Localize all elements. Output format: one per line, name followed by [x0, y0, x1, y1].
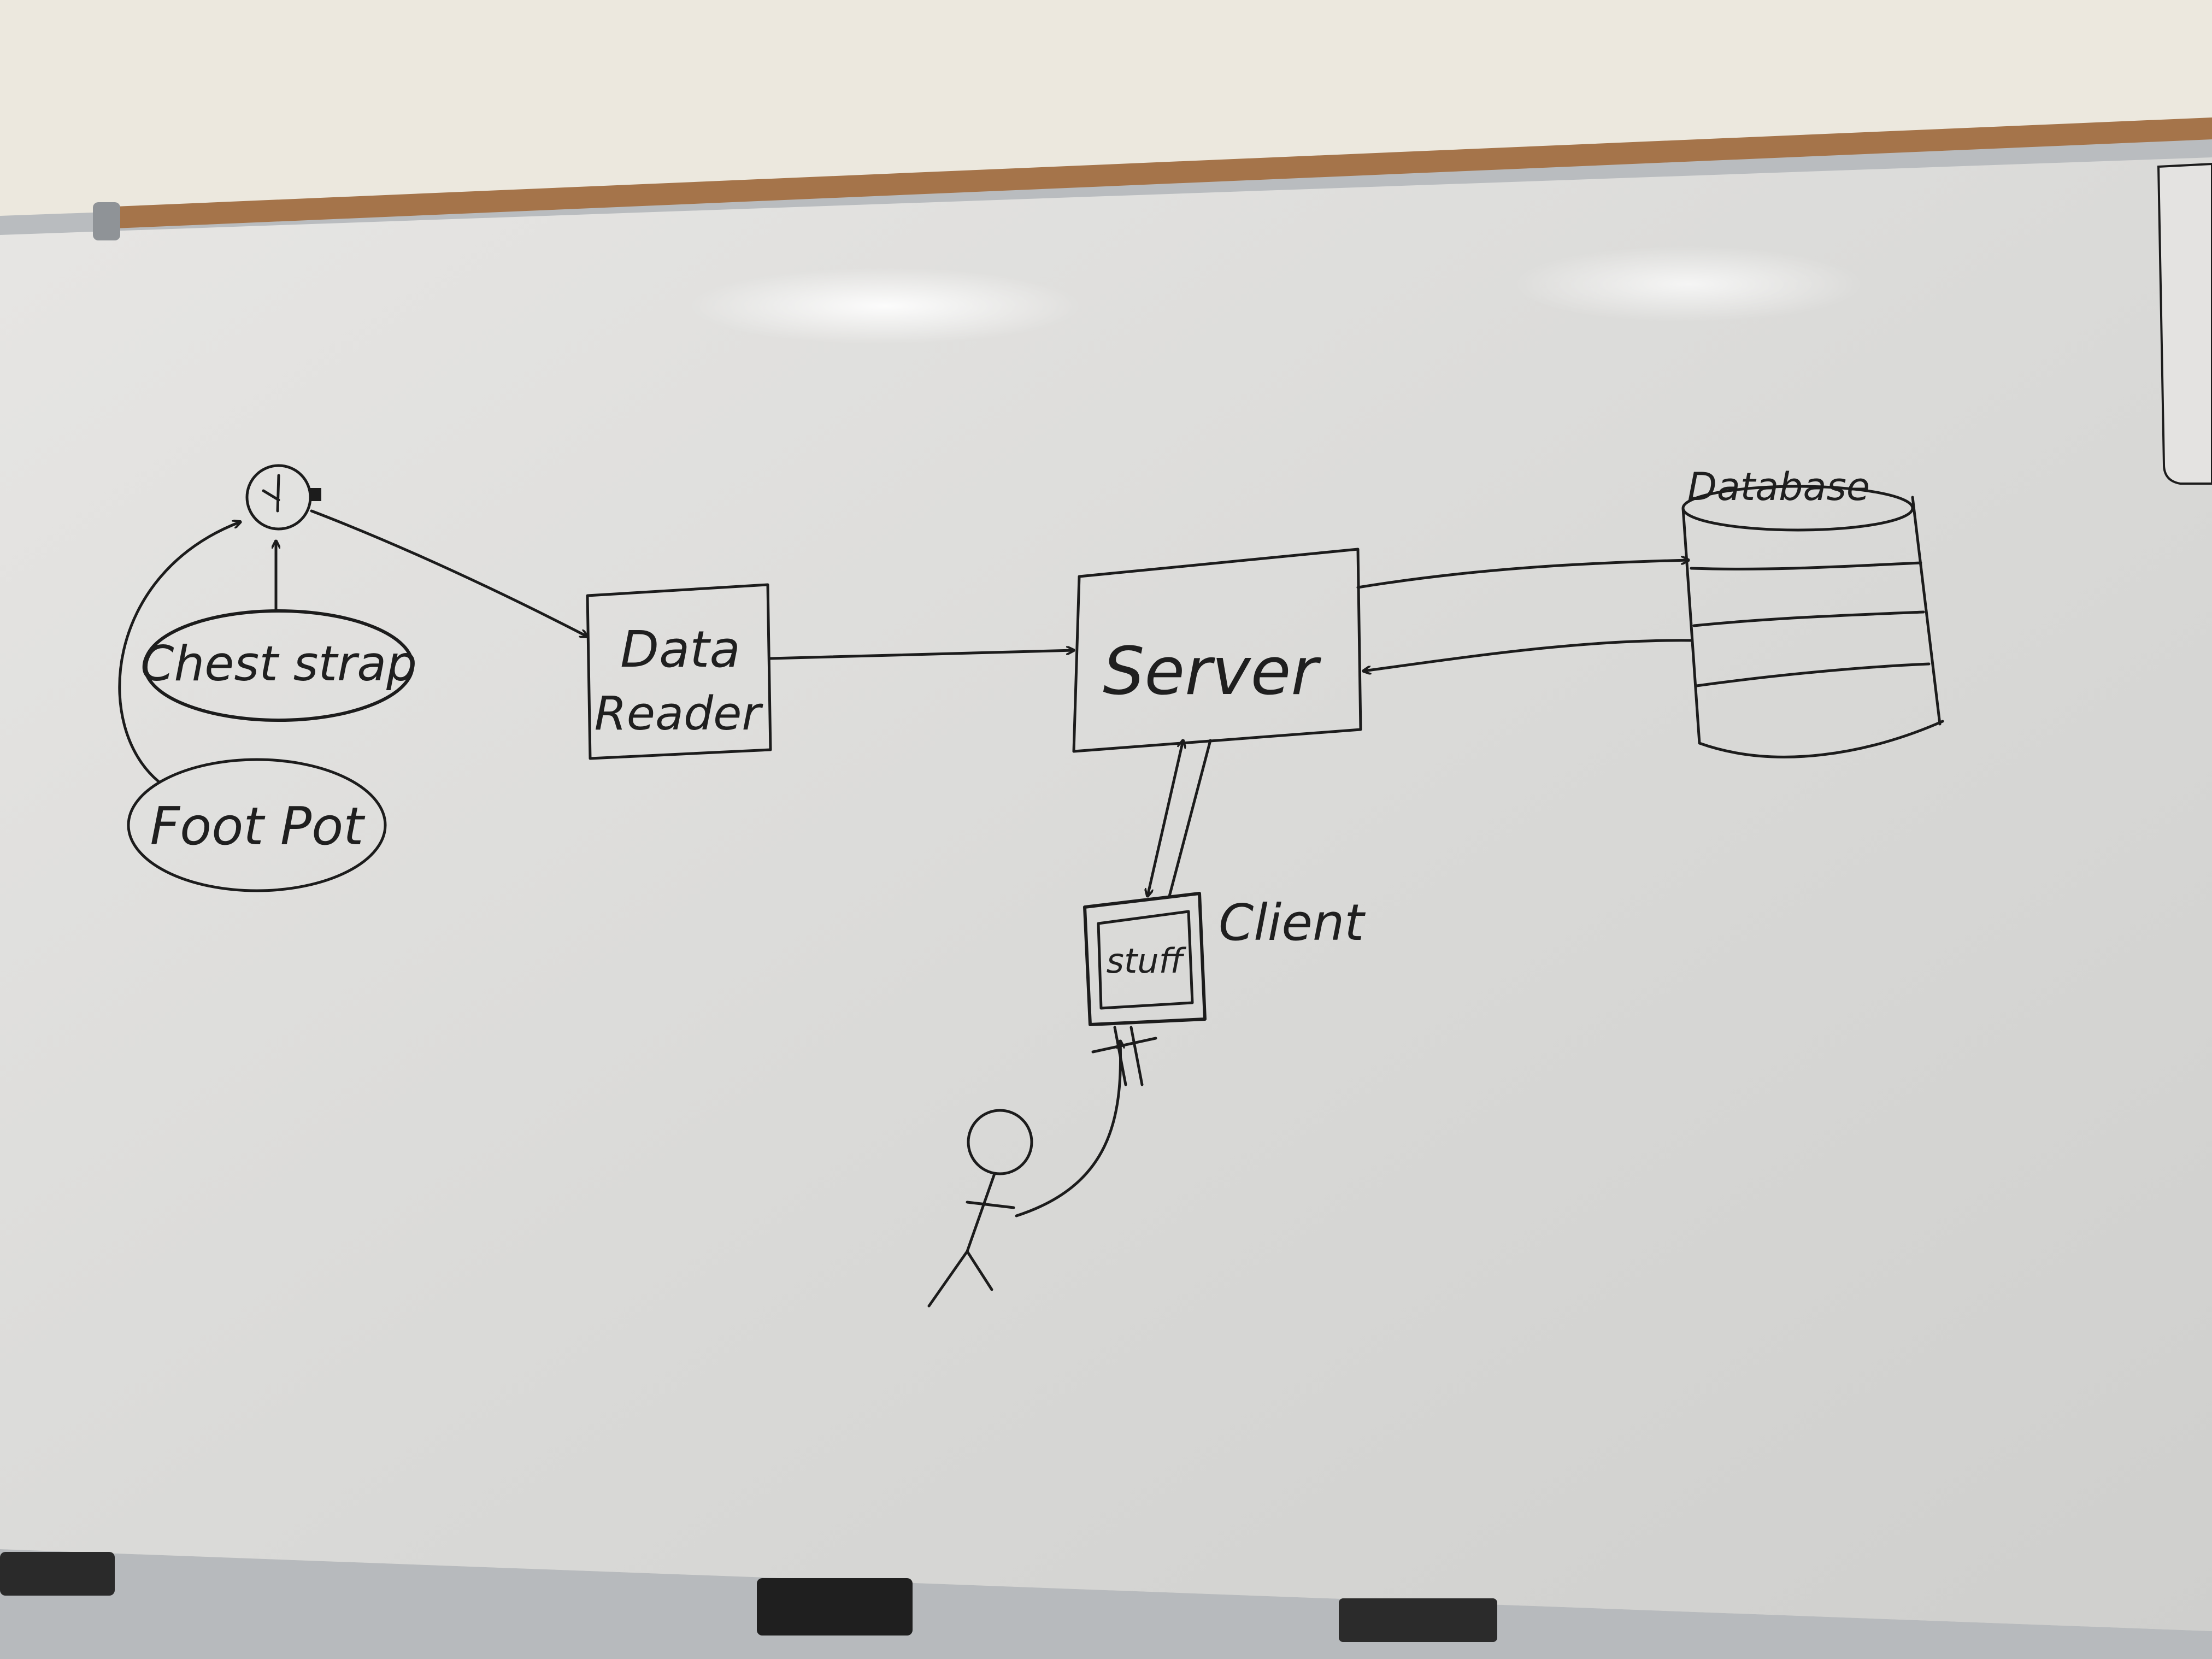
edge-data-reader-to-server: [769, 650, 1075, 660]
foot-pod-ellipse: [127, 758, 387, 892]
server-label: Server: [1103, 634, 1321, 710]
edge-server-to-client: [1148, 740, 1183, 896]
tray-eraser-left: [0, 1552, 115, 1596]
foot-pod-node: Foot Pot: [127, 758, 387, 892]
client-label: Client: [1219, 893, 1366, 952]
edge-server-to-client-shadow: [1168, 739, 1212, 898]
diagram-edges: [118, 509, 1693, 1217]
watch-hands: [262, 474, 280, 513]
server-node: Server: [1072, 548, 1362, 753]
cork-clip: [93, 202, 120, 240]
edge-user-to-client-barb: [1091, 1026, 1157, 1086]
watch-crown: [310, 488, 321, 501]
watch-node: [245, 464, 321, 531]
data-reader-box: [586, 583, 772, 760]
whiteboard-surface: [0, 156, 2212, 1631]
edge-database-to-server: [1363, 639, 1693, 671]
data-reader-label-line1: Data: [620, 620, 740, 679]
foot-pod-label: Foot Pot: [150, 797, 366, 857]
tray-marker: [1339, 1598, 1497, 1642]
server-box: [1072, 548, 1362, 753]
data-reader-label-line2: Reader: [595, 687, 764, 741]
edge-user-to-client: [1015, 1039, 1121, 1217]
edge-watch-to-data-reader: [310, 509, 587, 637]
tray-eraser-middle: [757, 1578, 913, 1636]
user-node: [927, 1109, 1033, 1308]
database-node: Database: [1681, 464, 1944, 758]
marker-tray: [0, 1549, 2212, 1659]
side-sign: [2157, 162, 2212, 485]
user-head-icon: [967, 1109, 1033, 1175]
database-rows: [1690, 561, 1931, 687]
cork-strip: [115, 117, 2212, 228]
chest-strap-ellipse: [143, 609, 414, 722]
data-reader-node: Data Reader: [586, 583, 772, 760]
client-node: stuff Client: [1083, 892, 1366, 1026]
client-monitor-inner: [1097, 910, 1194, 1010]
edge-server-to-database: [1356, 560, 1690, 589]
client-monitor-outer: [1083, 892, 1207, 1026]
light-glare-right: [1514, 246, 1863, 322]
client-screen-label: stuff: [1107, 941, 1187, 981]
chest-strap-label: Chest strap: [140, 636, 417, 692]
edge-foot-pod-to-watch: [118, 522, 240, 783]
light-glare-left: [689, 268, 1082, 344]
database-body: [1681, 496, 1944, 758]
user-body: [927, 1172, 1015, 1308]
chest-strap-node: Chest strap: [140, 609, 417, 722]
